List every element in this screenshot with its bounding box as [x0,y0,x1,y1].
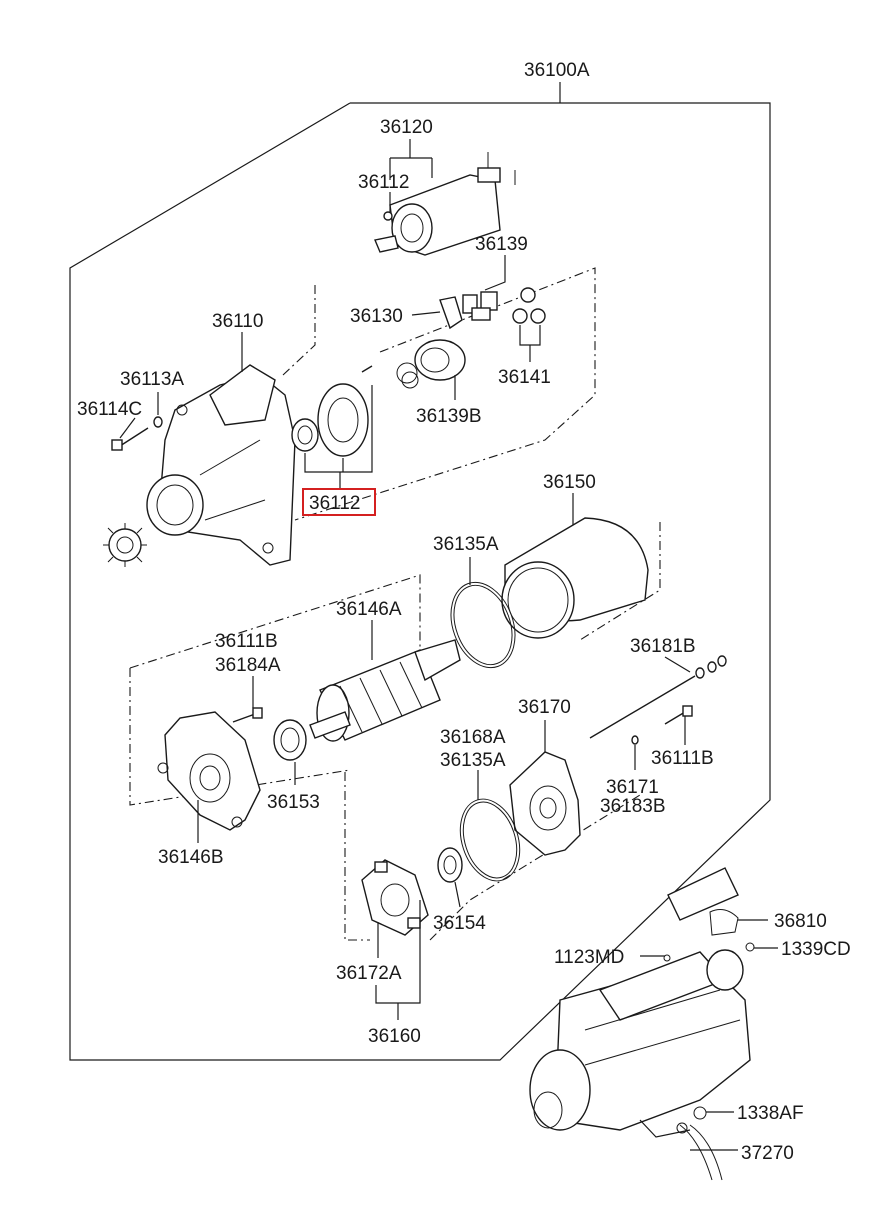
yoke-part [501,517,649,639]
label-36810[interactable]: 36810 [774,911,827,932]
label-37270[interactable]: 37270 [741,1143,794,1164]
seal-ring [459,798,521,882]
label-36135a[interactable]: 36135A [433,534,499,555]
label-36111b[interactable]: 36111B [215,631,278,652]
bearing-part [273,719,307,761]
highlight-box [302,488,376,516]
label-36160[interactable]: 36160 [368,1026,421,1047]
rear-cover-part [157,711,261,831]
bearing-2-part [437,847,463,883]
label-36111b-2[interactable]: 36111B [651,748,714,769]
label-36170[interactable]: 36170 [518,697,571,718]
bracket-part [663,867,755,962]
solenoid-part [374,152,516,256]
label-36120[interactable]: 36120 [380,117,433,138]
brush-holder-part [361,859,429,936]
lever-holder-parts [396,296,466,389]
front-housing-part [146,364,296,566]
label-36112-solenoid[interactable]: 36112 [358,172,409,193]
leader-lines [119,139,778,1151]
label-36135a-2[interactable]: 36135A [440,750,506,771]
screw-part [232,707,263,723]
label-36150[interactable]: 36150 [543,472,596,493]
brush-parts [462,287,546,324]
label-36146a[interactable]: 36146A [336,599,402,620]
pinion-gear [103,523,147,567]
armature-part [309,639,461,742]
label-36110[interactable]: 36110 [212,311,263,332]
label-36181b[interactable]: 36181B [630,636,696,657]
label-36184a[interactable]: 36184A [215,655,281,676]
o-ring-a [450,581,516,669]
label-36153[interactable]: 36153 [267,792,320,813]
label-1339cd[interactable]: 1339CD [781,939,851,960]
label-36139[interactable]: 36139 [475,234,528,255]
label-1338af[interactable]: 1338AF [737,1103,804,1124]
front-bolt [111,416,163,451]
assembly-boundary [69,82,771,1061]
through-bolt-part [589,655,727,745]
label-36171[interactable]: 36171 [606,777,659,798]
part-labels: 36100A 36120 36112 36139 36130 36141 361… [77,60,851,1164]
end-frame-part [509,751,581,856]
label-36139b[interactable]: 36139B [416,406,482,427]
label-36114c[interactable]: 36114C [77,399,142,420]
label-36146b[interactable]: 36146B [158,847,224,868]
label-36154[interactable]: 36154 [433,913,486,934]
label-36168a[interactable]: 36168A [440,727,506,748]
label-36130[interactable]: 36130 [350,306,403,327]
label-36172a[interactable]: 36172A [336,963,402,984]
label-36100a[interactable]: 36100A [524,60,590,81]
label-1123md[interactable]: 1123MD [554,947,624,968]
label-36112-bearing-kit[interactable]: 36112 [309,493,360,514]
assembled-starter [529,949,751,1181]
label-36183b[interactable]: 36183B [600,796,666,817]
label-36113a[interactable]: 36113A [120,369,184,390]
bearing-kit [291,365,373,457]
label-36141[interactable]: 36141 [498,367,551,388]
